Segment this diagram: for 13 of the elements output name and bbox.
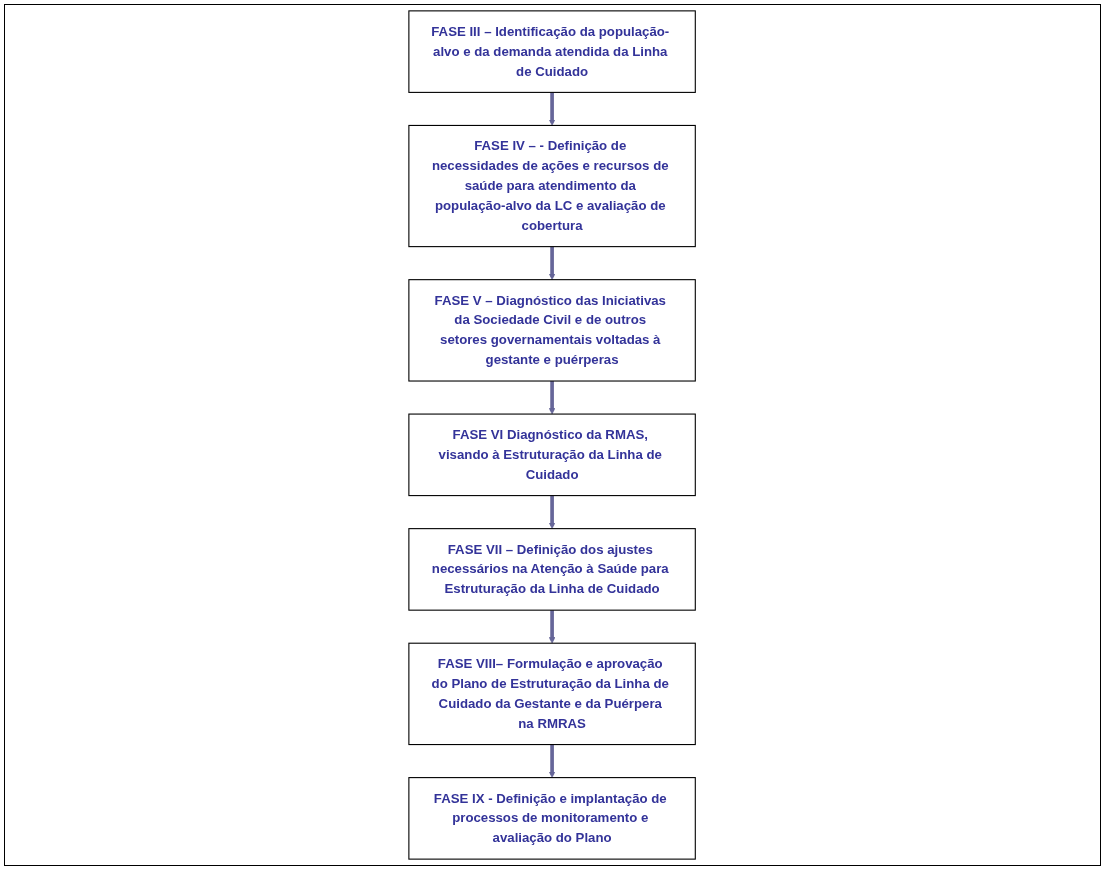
arrow: [549, 92, 556, 126]
arrow: [549, 381, 556, 415]
node-box: FASE III – Identificação da população- alvo e da demanda atendida da Linha de Cuidado: [408, 10, 697, 93]
node-box: FASE VI Diagnóstico da RMAS, visando à Estruturação da Linha de Cuidado: [408, 413, 697, 497]
node-box: FASE V – Diagnóstico das Iniciativas da Sociedade Civil e de outros setores governamentais voltadas à gestante e puérperas: [408, 279, 697, 382]
node-box: FASE VII – Definição dos ajustes necessários na Atenção à Saúde para Estruturação da Linha de Cuidado: [408, 528, 697, 611]
node-box: FASE IX - Definição e implantação de processos de monitoramento e avaliação do Plano: [408, 777, 697, 860]
arrow: [549, 744, 556, 778]
node-box: FASE IV – - Definição de necessidades de ações e recursos de saúde para atendimento da população-alvo da LC e avaliação de cobertura: [408, 124, 697, 248]
arrow: [549, 246, 556, 280]
arrow: [549, 610, 556, 644]
node-box: FASE VIII– Formulação e aprovação do Plano de Estruturação da Linha de Cuidado da Gestante e da Puérpera na RMRAS: [408, 642, 697, 746]
arrow: [549, 495, 556, 529]
